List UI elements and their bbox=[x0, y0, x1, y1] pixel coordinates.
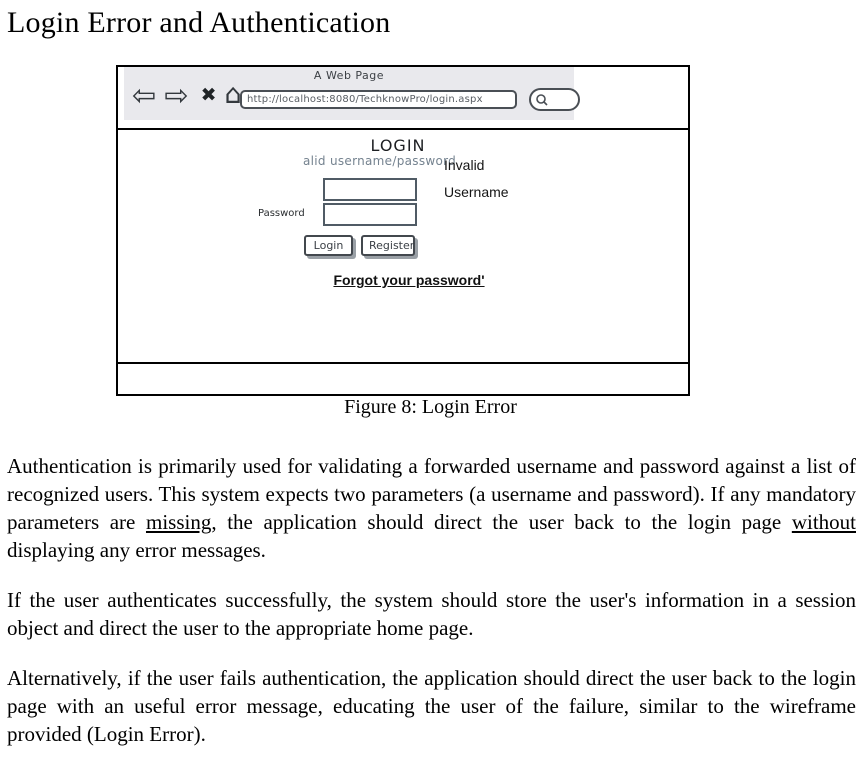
address-bar[interactable]: http://localhost:8080/TechknowPro/login.… bbox=[240, 90, 517, 109]
login-heading: LOGIN bbox=[370, 136, 426, 155]
login-error-message: alid username/password bbox=[303, 154, 457, 168]
wireframe-browser-window: A Web Page ⇦ ⇨ ✖ ⌂ http://localhost:8080… bbox=[116, 65, 690, 396]
figure-caption: Figure 8: Login Error bbox=[344, 396, 517, 418]
annotation-username: Username bbox=[444, 184, 509, 200]
body-text: Authentication is primarily used for val… bbox=[7, 452, 856, 770]
password-label: Password bbox=[258, 208, 305, 219]
underlined-word-missing: missing bbox=[145, 510, 212, 534]
browser-window-title: A Web Page bbox=[313, 69, 385, 82]
paragraph-2: If the user authenticates successfully, … bbox=[7, 588, 856, 640]
browser-chrome-bar: A Web Page ⇦ ⇨ ✖ ⌂ http://localhost:8080… bbox=[124, 67, 580, 120]
paragraph-1-text-end: displaying any error messages. bbox=[7, 538, 266, 562]
forgot-password-link[interactable]: Forgot your password' bbox=[333, 272, 485, 288]
paragraph-1-text-mid: , the application should direct the user… bbox=[211, 510, 792, 534]
stop-icon[interactable]: ✖ bbox=[200, 84, 217, 106]
paragraph-3: Alternatively, if the user fails authent… bbox=[7, 666, 856, 746]
home-icon[interactable]: ⌂ bbox=[224, 79, 242, 110]
underlined-word-without: without bbox=[791, 510, 856, 534]
chrome-divider bbox=[118, 128, 688, 130]
paragraph-1: Authentication is primarily used for val… bbox=[7, 452, 856, 564]
username-input[interactable] bbox=[323, 178, 417, 201]
browser-nav-icons: ⇦ ⇨ ✖ ⌂ bbox=[132, 79, 242, 111]
search-icon bbox=[536, 93, 548, 106]
back-icon[interactable]: ⇦ bbox=[132, 78, 157, 112]
address-bar-url: http://localhost:8080/TechknowPro/login.… bbox=[247, 94, 483, 105]
paragraph-1-text: Authentication is primarily used for val… bbox=[7, 454, 856, 534]
register-button[interactable]: Register bbox=[361, 235, 415, 256]
status-bar-divider bbox=[118, 362, 688, 364]
login-button[interactable]: Login bbox=[304, 235, 353, 256]
search-box[interactable] bbox=[529, 88, 580, 111]
annotation-invalid: Invalid bbox=[444, 157, 485, 173]
page-title: Login Error and Authentication bbox=[7, 6, 391, 39]
password-input[interactable] bbox=[323, 203, 417, 226]
forward-icon[interactable]: ⇨ bbox=[164, 78, 189, 112]
